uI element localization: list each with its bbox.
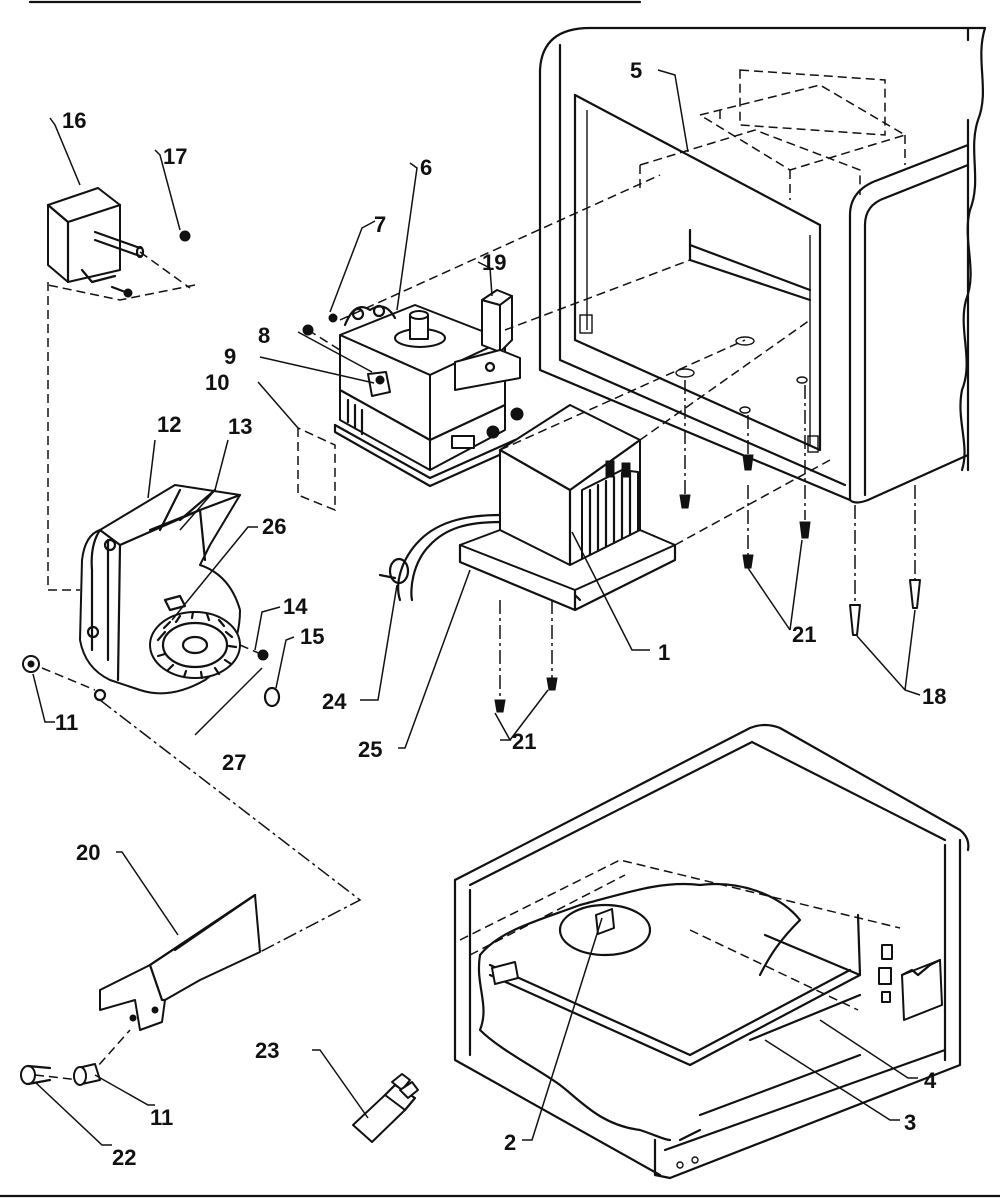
callout-11-left: 11 (55, 710, 78, 735)
hv-capacitor (352, 1073, 419, 1143)
callout-15: 15 (300, 624, 324, 649)
outer-cabinet (453, 723, 970, 1180)
callout-4: 4 (924, 1068, 937, 1093)
callout-19: 19 (482, 250, 506, 275)
callout-8: 8 (258, 323, 270, 348)
callout-27: 27 (222, 750, 246, 775)
hv-transformer (378, 319, 831, 713)
callout-10: 10 (205, 370, 229, 395)
stirrer-motor (46, 187, 191, 298)
blower-fan (22, 282, 362, 953)
callout-13: 13 (228, 414, 252, 439)
cavity-screws (679, 380, 921, 636)
callout-18: 18 (922, 684, 946, 709)
callout-21-center: 21 (512, 729, 536, 754)
callout-17: 17 (163, 144, 187, 169)
callout-25: 25 (358, 737, 382, 762)
callout-2: 2 (504, 1130, 516, 1155)
callout-3: 3 (904, 1110, 916, 1135)
oven-cavity (538, 26, 987, 504)
callout-21-right: 21 (792, 622, 816, 647)
callout-labels: 5 6 7 8 9 10 12 13 16 17 19 26 14 15 11 … (55, 58, 946, 1170)
callout-7: 7 (374, 212, 386, 237)
callout-6: 6 (420, 155, 432, 180)
callout-22: 22 (112, 1145, 136, 1170)
callout-14: 14 (283, 594, 308, 619)
callout-1: 1 (658, 640, 670, 665)
guard-screws (20, 1063, 101, 1086)
magnetron (302, 174, 691, 488)
callout-23: 23 (255, 1038, 279, 1063)
fan-guard (34, 893, 261, 1081)
callout-24: 24 (322, 689, 347, 714)
shield-plate (297, 426, 336, 512)
callout-5: 5 (630, 58, 642, 83)
callout-26: 26 (262, 514, 286, 539)
callout-12: 12 (157, 412, 181, 437)
callout-9: 9 (224, 344, 236, 369)
callout-16: 16 (62, 108, 86, 133)
callout-11-lower: 11 (150, 1105, 173, 1130)
callout-20: 20 (76, 840, 100, 865)
leader-lines (32, 69, 921, 1146)
